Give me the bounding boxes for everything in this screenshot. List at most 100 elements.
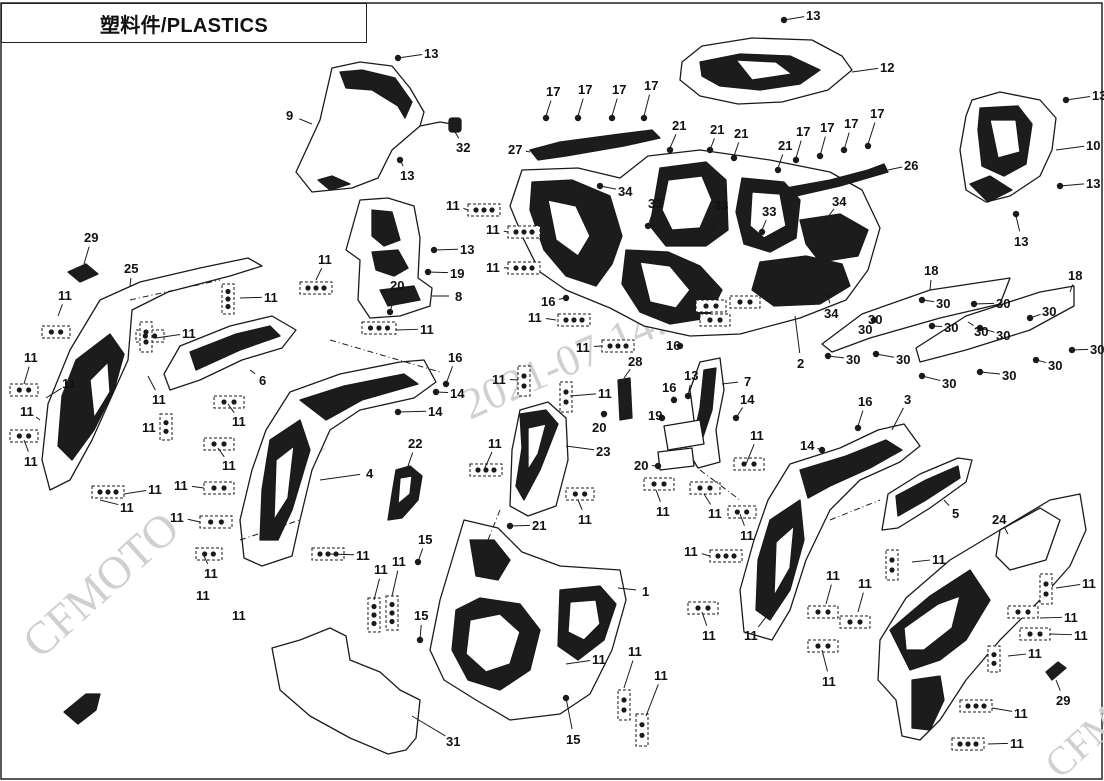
bolt-icon [574,114,582,122]
callout-c19b: 19 [648,408,662,423]
callout-c30a: 30 [936,296,950,311]
callout-c11_08: 11 [24,350,38,365]
leader-c11_06 [57,304,63,317]
callout-c19a: 19 [450,266,464,281]
callout-c11_35: 11 [932,552,946,567]
leader-lines [23,16,1091,745]
fastener-group-box [699,313,731,327]
leader-c16c [445,366,453,385]
callout-c13a: 13 [806,8,820,23]
callout-c11_28: 11 [740,528,754,543]
leader-c29a [83,246,90,265]
leader-c13f [1065,95,1091,101]
leader-c11_37 [1039,616,1063,619]
fastener-group-box [689,481,721,495]
callout-c33c: 33 [762,204,776,219]
leader-c7 [721,381,739,385]
leader-c11_36 [1055,583,1081,589]
screw-icon [973,741,979,747]
leader-c30l [1071,348,1089,351]
callout-c13b: 13 [424,46,438,61]
callout-c11_51: 11 [20,404,34,419]
screw-icon [142,333,148,339]
callout-c17e: 17 [796,124,810,139]
callout-c11_15: 11 [174,478,188,493]
leader-c18a [929,279,932,291]
leader-c11_28 [739,513,745,526]
fastener-group-box [807,605,839,619]
leader-c11_46 [565,659,591,665]
callout-c10: 10 [1086,138,1100,153]
leader-c11_04 [315,267,323,281]
callout-c16a: 16 [541,294,555,309]
bolt-icon [854,424,862,432]
callout-c18a: 18 [924,263,938,278]
screw-icon [58,329,64,335]
callout-c11_23: 11 [598,386,612,401]
leader-c13c [399,159,404,167]
leader-c5 [943,499,950,506]
leader-c21d [777,154,784,169]
leader-c30f [1029,313,1041,319]
callout-c11_04: 11 [318,252,332,267]
part-6-upper-panel [163,315,297,391]
assembly-line [699,469,741,501]
leader-c11_12 [123,490,147,495]
screw-icon [521,373,527,379]
leader-c11_25 [577,499,583,510]
callout-c30i: 30 [942,376,956,391]
callout-c7: 7 [744,374,751,389]
screw-icon [815,643,821,649]
screw-icon [211,441,217,447]
leader-c13b [397,53,423,59]
assembly-line [829,499,881,521]
leader-c33c [761,220,767,231]
callout-c11_22: 11 [492,372,506,387]
screw-icon [639,722,645,728]
callout-c14d: 14 [800,438,815,453]
callout-c11_32: 11 [826,568,840,583]
callout-c18b: 18 [1068,268,1082,283]
leader-c1 [617,587,637,591]
screw-icon [744,509,750,515]
leader-c11_29 [745,444,755,465]
screw-icon [231,399,237,405]
screw-icon [889,567,895,573]
leader-c11_16 [187,518,201,523]
leader-c32 [454,131,460,139]
fastener-group-box [617,689,631,721]
screw-icon [529,265,535,271]
leader-c17b [577,98,584,117]
assembly-line [479,509,501,561]
bolt-icon [758,228,766,236]
callout-c11_50: 11 [62,376,76,391]
bolt-icon [710,224,718,232]
screw-icon [703,303,709,309]
screw-icon [582,491,588,497]
fastener-group-box [643,477,675,491]
leader-c33b [713,214,719,227]
callout-c11_01: 11 [446,198,460,213]
leader-c15b [419,624,422,641]
screw-icon [707,317,713,323]
leader-c11_44 [623,660,634,689]
screw-icon [651,481,657,487]
leader-c21e [509,524,531,527]
callout-c30g: 30 [846,352,860,367]
screw-icon [371,603,377,610]
screw-icon [1043,581,1049,587]
screw-icon [695,605,701,611]
callout-c13c: 13 [400,168,414,183]
fastener-group-box [727,505,757,519]
part-2-main-body [509,149,881,337]
part-27-rail [529,129,661,161]
callout-c11_12: 11 [148,482,162,497]
fastener-group-box [213,395,245,409]
callout-c30k: 30 [1048,358,1062,373]
leader-c11_07 [155,333,181,339]
screw-icon [623,343,629,349]
leader-c17e [795,140,802,159]
callout-c11_21: 11 [576,340,590,355]
leader-c2 [794,315,801,354]
callout-c29b: 29 [1056,693,1070,708]
